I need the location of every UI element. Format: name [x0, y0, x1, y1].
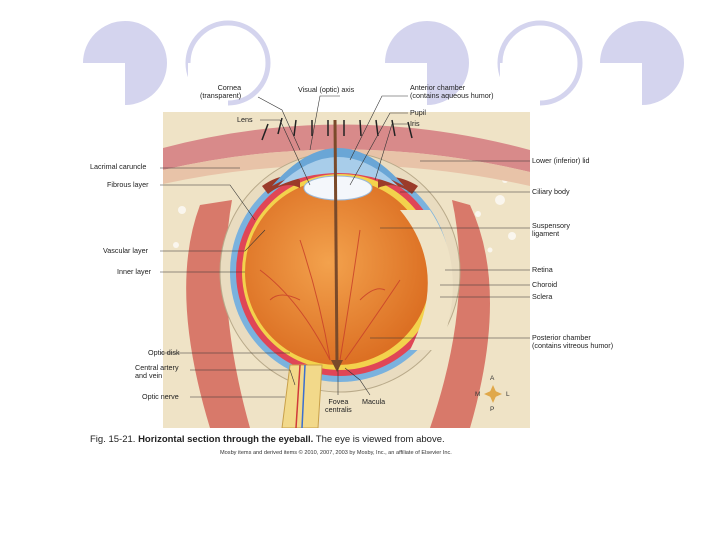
label-choroid: Choroid — [532, 280, 558, 289]
label-anterior-chamber: Anterior chamber (contains aqueous humor… — [410, 83, 494, 100]
label-lens: Lens — [237, 115, 253, 124]
label-cornea: Cornea (transparent) — [200, 83, 242, 100]
figure-title: Horizontal section through the eyeball. — [138, 434, 314, 445]
label-inner-layer: Inner layer — [117, 267, 151, 276]
bubble-3 — [385, 21, 469, 105]
bubble-1 — [83, 21, 167, 105]
eyelashes — [261, 117, 413, 141]
figure-description: The eye is viewed from above. — [315, 434, 445, 445]
visual-axis-arrow — [333, 119, 339, 366]
compass-rose — [484, 385, 502, 403]
label-fovea-centralis: Fovea centralis — [325, 397, 352, 414]
label-optic-nerve: Optic nerve — [142, 392, 179, 401]
label-lacrimal-caruncle: Lacrimal caruncle — [90, 162, 147, 171]
bubble-4 — [497, 20, 583, 107]
figure-caption: Fig. 15-21. Horizontal section through t… — [90, 434, 445, 445]
label-lower-lid: Lower (inferior) lid — [532, 156, 590, 165]
copyright-credit: Mosby items and derived items © 2010, 20… — [220, 450, 452, 456]
label-pupil: Pupil — [410, 108, 426, 117]
anterior-chamber — [278, 157, 398, 186]
label-retina: Retina — [532, 265, 553, 274]
lateral-rectus-muscle — [430, 200, 490, 428]
bubble-2 — [185, 20, 271, 107]
cutaway — [400, 210, 453, 350]
compass-l: L — [506, 391, 510, 398]
label-ciliary-body: Ciliary body — [532, 187, 570, 196]
compass-m: M — [475, 391, 481, 398]
medial-rectus-muscle — [186, 200, 250, 428]
label-vascular-layer: Vascular layer — [103, 246, 149, 255]
label-central-artery: Central artery and vein — [135, 363, 179, 380]
label-suspensory-ligament: Suspensory ligament — [532, 221, 570, 238]
optic-nerve — [281, 364, 323, 428]
label-macula: Macula — [362, 397, 386, 406]
label-iris: Iris — [410, 119, 420, 128]
figure-number: Fig. 15-21. — [90, 434, 136, 445]
bubble-5 — [600, 21, 684, 105]
compass-a: A — [490, 375, 495, 382]
eyelid-skin — [163, 149, 530, 186]
leader-lines — [160, 95, 530, 398]
label-sclera: Sclera — [532, 292, 553, 301]
vitreous-body — [245, 179, 431, 365]
lens — [303, 175, 373, 201]
label-visual-axis: Visual (optic) axis — [298, 85, 355, 94]
eyelid — [163, 124, 530, 172]
retinal-vessels — [259, 229, 401, 361]
compass-p: P — [490, 406, 495, 413]
label-optic-disk: Optic disk — [148, 348, 180, 357]
label-posterior-chamber: Posterior chamber (contains vitreous hum… — [532, 333, 614, 350]
label-fibrous-layer: Fibrous layer — [107, 180, 149, 189]
